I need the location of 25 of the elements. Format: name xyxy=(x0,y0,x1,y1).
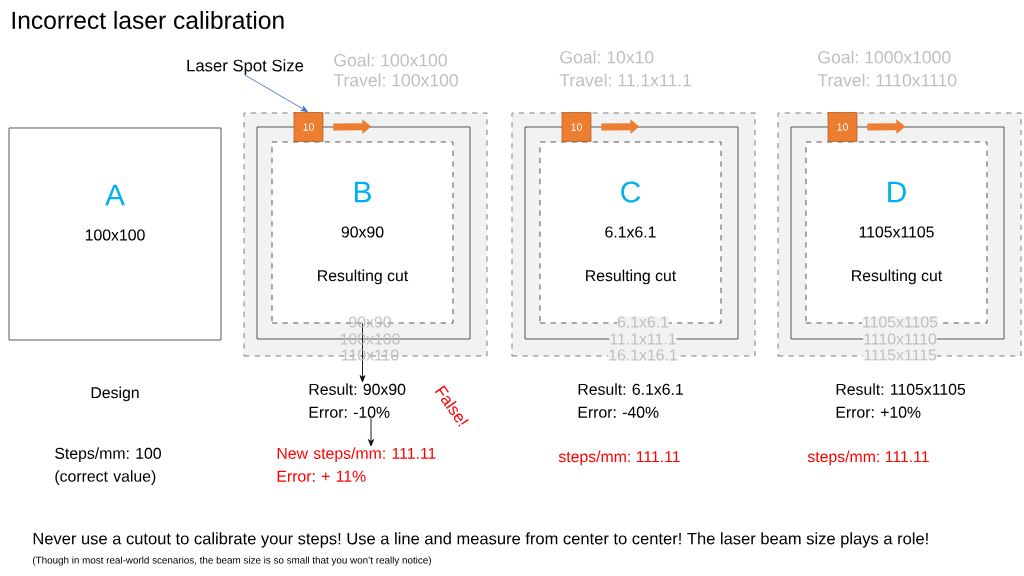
arrow xyxy=(368,417,374,447)
label-text: Travel: 1110x1110 xyxy=(817,73,957,87)
label-text: Goal: 10x10 xyxy=(560,50,654,64)
label-text: Steps/mm: 100 (correct value) xyxy=(55,447,161,485)
label-text: Travel: 11.1x11.1 xyxy=(559,73,692,87)
callout-text: Laser Spot Size xyxy=(187,59,304,75)
laser-spot-square: 10 xyxy=(827,112,858,142)
result-text: Result: 90x90 Error: -10% xyxy=(309,383,406,418)
label-text: Result: 1105x1105 Error: +10% xyxy=(836,383,966,418)
note-text: Never use a cutout to calibrate your steps! Use a line and measure from center to center! The laser beam size plays a role! xyxy=(33,532,928,548)
title: Incorrect laser calibration xyxy=(12,10,284,30)
label-text: steps/mm: 111.11 xyxy=(807,450,929,466)
label-text: steps/mm: 111.11 xyxy=(558,450,680,466)
design-box: A 100x100 xyxy=(8,127,222,341)
label-text: Result: 6.1x6.1 Error: -40% xyxy=(578,383,683,418)
label-text: Goal: 1000x1000 xyxy=(818,50,951,64)
label-text: Travel: 100x100 xyxy=(333,73,458,87)
arrow xyxy=(244,74,308,112)
laser-spot-square: 10 xyxy=(293,112,324,142)
label-text: Design xyxy=(91,386,139,402)
arrow xyxy=(359,323,366,383)
label-text: Goal: 100x100 xyxy=(334,53,447,67)
note-text: (Though in most real-world scenarios, the beam size is so small that you won’t really notice) xyxy=(32,556,431,566)
laser-spot-square: 10 xyxy=(561,112,592,142)
result-text: New steps/mm: 111.11 Error: + 11% xyxy=(277,447,436,482)
